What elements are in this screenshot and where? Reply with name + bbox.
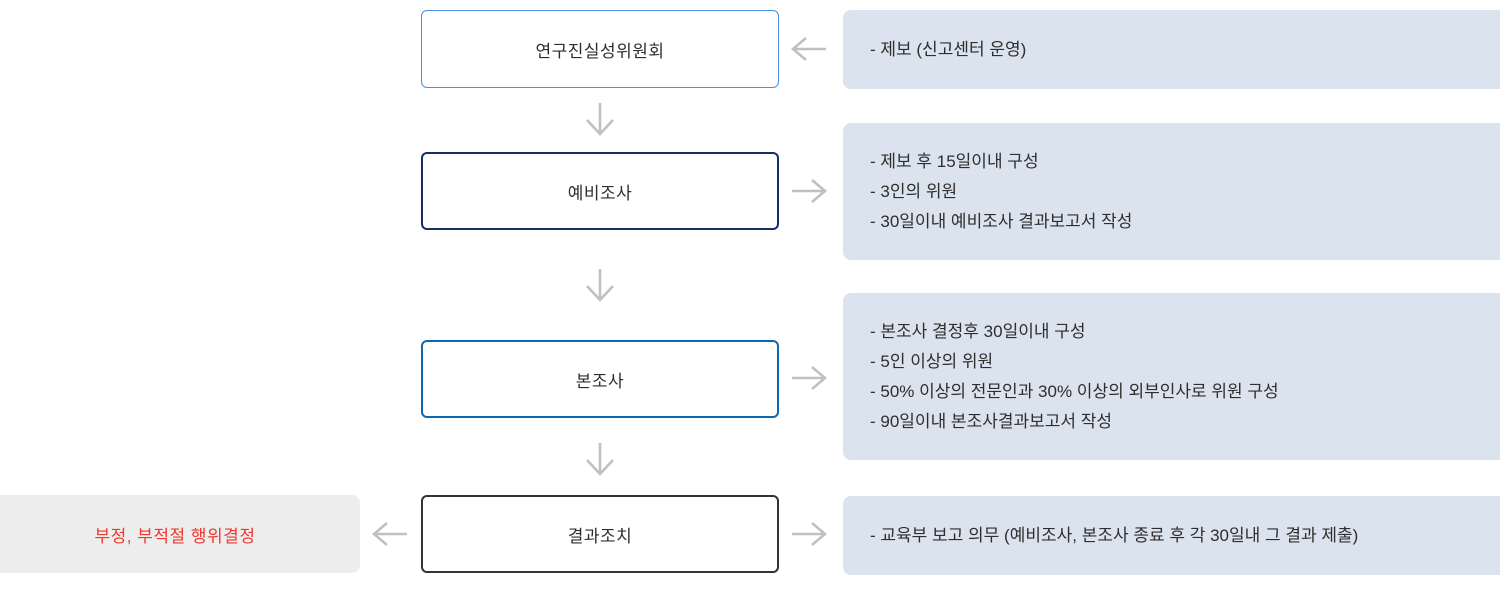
flow-step-label: 결과조치 [567, 526, 633, 546]
info-panel-report-duty: - 교육부 보고 의무 (예비조사, 본조사 종료 후 각 30일내 그 결과 … [843, 496, 1500, 575]
arrow-down-icon [584, 442, 616, 476]
info-note: - 본조사 결정후 30일이내 구성 [870, 321, 1086, 341]
info-panel-preliminary: - 제보 후 15일이내 구성 - 3인의 위원 - 30일이내 예비조사 결과… [843, 123, 1500, 260]
flow-step-label: 본조사 [575, 371, 625, 391]
result-decision-label: 부정, 부적절 행위결정 [94, 526, 256, 546]
flow-step-label: 예비조사 [567, 183, 633, 203]
info-note: - 90일이내 본조사결과보고서 작성 [870, 411, 1113, 431]
info-note: - 제보 (신고센터 운영) [870, 39, 1027, 59]
info-note: - 교육부 보고 의무 (예비조사, 본조사 종료 후 각 30일내 그 결과 … [870, 525, 1359, 545]
flow-step-main-investigation: 본조사 [421, 340, 779, 418]
result-decision-box: 부정, 부적절 행위결정 [0, 495, 360, 573]
arrow-right-icon [791, 520, 827, 548]
info-panel-report: - 제보 (신고센터 운영) [843, 10, 1500, 89]
arrow-right-icon [791, 364, 827, 392]
info-panel-main: - 본조사 결정후 30일이내 구성 - 5인 이상의 위원 - 50% 이상의… [843, 293, 1500, 460]
arrow-down-icon [584, 102, 616, 136]
flow-step-label: 연구진실성위원회 [535, 41, 665, 61]
arrow-left-icon [372, 520, 408, 548]
arrow-left-icon [791, 35, 827, 63]
info-note: - 3인의 위원 [870, 181, 958, 201]
info-note: - 제보 후 15일이내 구성 [870, 151, 1039, 171]
info-note: - 30일이내 예비조사 결과보고서 작성 [870, 211, 1133, 231]
arrow-down-icon [584, 268, 616, 302]
flow-step-preliminary-investigation: 예비조사 [421, 152, 779, 230]
info-note: - 50% 이상의 전문인과 30% 이상의 외부인사로 위원 구성 [870, 381, 1279, 401]
info-note: - 5인 이상의 위원 [870, 351, 994, 371]
arrow-right-icon [791, 177, 827, 205]
flow-step-result-action: 결과조치 [421, 495, 779, 573]
flow-step-committee: 연구진실성위원회 [421, 10, 779, 88]
